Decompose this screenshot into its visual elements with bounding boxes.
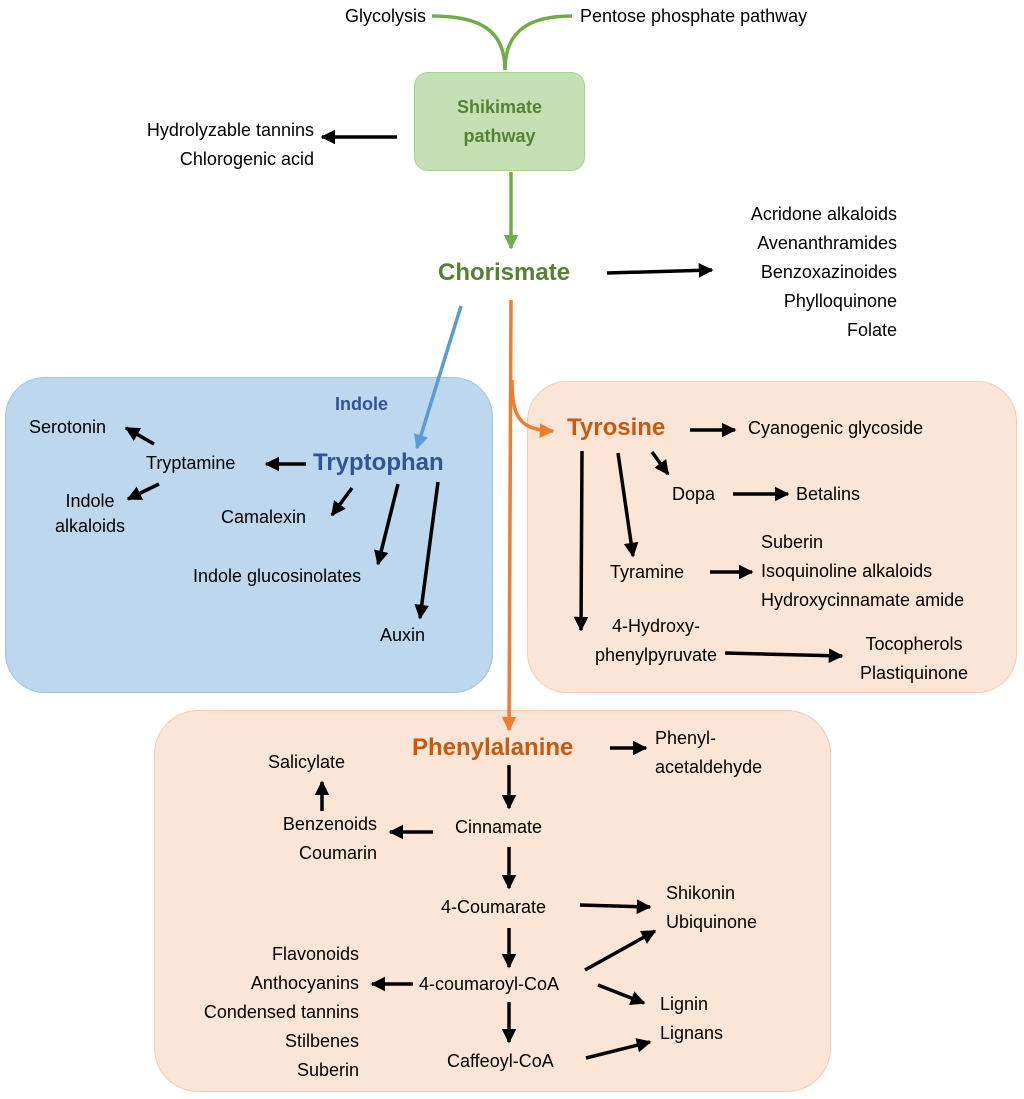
pentose-connector xyxy=(503,14,573,71)
lignin-label: Lignin xyxy=(660,994,709,1014)
cinnamate-label: Cinnamate xyxy=(455,817,543,837)
plastiquinone-label: Plastiquinone xyxy=(859,663,969,683)
chorismate-to-tryptophan-arrow xyxy=(413,305,463,450)
camalexin-label: Camalexin xyxy=(221,507,307,527)
shikimate-box xyxy=(414,72,585,171)
hydrolyzable-tannins-label: Hydrolyzable tannins xyxy=(146,120,314,140)
anthocyanins-label: Anthocyanins xyxy=(250,973,359,993)
indole-precursor-label: Indole xyxy=(335,394,388,414)
tyramine-product-3: Hydroxycinnamate amide xyxy=(761,590,965,610)
phenylalanine-box xyxy=(154,710,831,1092)
chorismate-product-2: Avenanthramides xyxy=(757,233,897,253)
phenylalanine-label: Phenylalanine xyxy=(412,734,574,761)
tryptophan-to-camalexin-arrow xyxy=(330,486,354,517)
tocopherols-label: Tocopherols xyxy=(865,634,963,654)
cyanogenic-glycoside-label: Cyanogenic glycoside xyxy=(748,418,924,438)
hpp-label-line1: 4-Hydroxy- xyxy=(611,616,700,636)
tyrosine-to-hpp-arrow xyxy=(573,450,589,632)
chorismate-product-3: Benzoxazinoides xyxy=(760,262,897,282)
condensed-tannins-label: Condensed tannins xyxy=(203,1002,359,1022)
coumaroyl-to-lignin-arrow xyxy=(597,983,646,1006)
chorismate-product-1: Acridone alkaloids xyxy=(750,204,897,224)
tyramine-product-1: Suberin xyxy=(761,532,824,552)
tyramine-product-2: Isoquinoline alkaloids xyxy=(761,561,933,581)
benzenoids-label: Benzenoids xyxy=(282,814,377,834)
phenylacetaldehyde-line1: Phenyl- xyxy=(655,728,717,748)
tryptophan-box xyxy=(5,377,493,693)
tyrosine-to-tyramine-arrow xyxy=(616,452,639,558)
tryptophan-to-glucosinolates-arrow xyxy=(374,483,400,566)
tryptamine-label: Tryptamine xyxy=(146,453,236,473)
pentose-phosphate-label: Pentose phosphate pathway xyxy=(580,6,808,26)
hpp-to-tocopherols-arrow xyxy=(724,648,844,664)
tryptophan-label: Tryptophan xyxy=(313,449,444,476)
stilbenes-label: Stilbenes xyxy=(284,1031,359,1051)
indole-glucosinolates-label: Indole glucosinolates xyxy=(193,566,362,586)
flavonoids-label: Flavonoids xyxy=(271,944,359,964)
phenylacetaldehyde-line2: acetaldehyde xyxy=(655,757,763,777)
serotonin-label: Serotonin xyxy=(29,417,107,437)
caffeoyl-coa-label: Caffeoyl-CoA xyxy=(447,1051,554,1071)
tyrosine-box xyxy=(527,381,1017,693)
hpp-label-line2: phenylpyruvate xyxy=(594,645,718,665)
betalins-label: Betalins xyxy=(796,484,861,504)
auxin-label: Auxin xyxy=(380,625,426,645)
glycolysis-connector xyxy=(431,14,507,71)
coumarate-to-shikonin-arrow xyxy=(579,899,652,914)
caffeoyl-to-lignin-arrow xyxy=(585,1038,652,1060)
tryptamine-to-serotonin-arrow xyxy=(124,426,155,446)
lignans-label: Lignans xyxy=(660,1023,724,1043)
chlorogenic-acid-label: Chlorogenic acid xyxy=(179,149,314,169)
ubiquinone-label: Ubiquinone xyxy=(666,912,758,932)
chorismate-product-4: Phylloquinone xyxy=(783,291,897,311)
coumaroyl-to-shikonin-arrow xyxy=(584,929,657,972)
chorismate-to-tyrosine-arrow xyxy=(510,379,555,438)
tyrosine-to-dopa-arrow xyxy=(650,450,670,476)
shikimate-label-line1: Shikimate xyxy=(456,97,543,117)
shikonin-label: Shikonin xyxy=(666,883,736,903)
suberin-phe-label: Suberin xyxy=(296,1060,359,1080)
glycolysis-label: Glycolysis xyxy=(344,6,426,26)
dopa-label: Dopa xyxy=(672,484,716,504)
chorismate-to-phenylalanine-arrow xyxy=(501,299,517,732)
tryptamine-to-indole-alkaloids-arrow xyxy=(126,482,160,501)
coumarate-label: 4-Coumarate xyxy=(441,897,547,917)
chorismate-label: Chorismate xyxy=(438,259,571,286)
chorismate-to-products-arrow xyxy=(606,263,714,278)
coumaroyl-coa-label: 4-coumaroyl-CoA xyxy=(419,974,560,994)
indole-alkaloids-line1: Indole xyxy=(65,491,115,511)
tyrosine-label: Tyrosine xyxy=(567,414,666,441)
coumarin-label: Coumarin xyxy=(298,843,377,863)
indole-alkaloids-line2: alkaloids xyxy=(54,516,126,536)
salicylate-label: Salicylate xyxy=(268,752,346,772)
chorismate-product-5: Folate xyxy=(846,320,897,340)
tyramine-label: Tyramine xyxy=(610,562,685,582)
shikimate-label-line2: pathway xyxy=(463,126,536,146)
tryptophan-to-auxin-arrow xyxy=(414,481,440,620)
